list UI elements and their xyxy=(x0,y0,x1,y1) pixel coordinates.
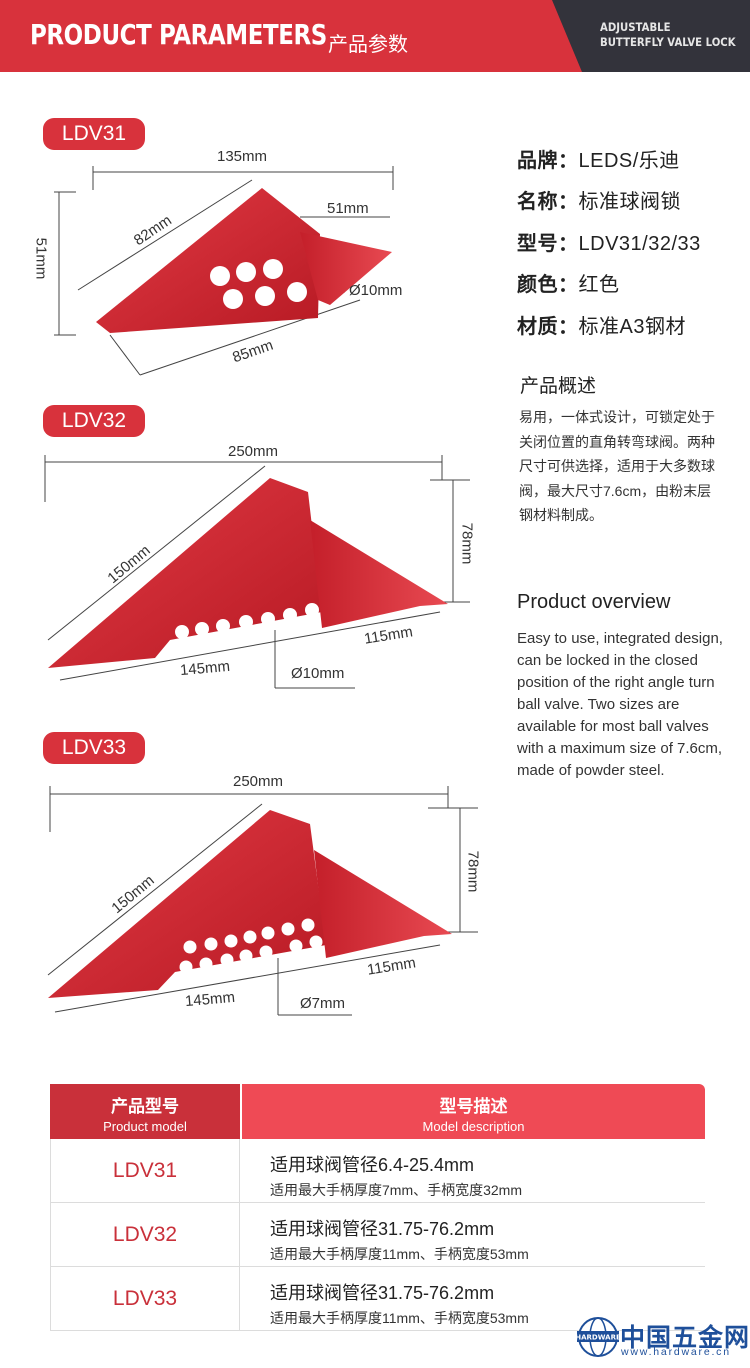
ldv33-diagram xyxy=(47,786,478,1016)
row-desc: 适用球阀管径31.75-76.2mm 适用最大手柄厚度11mm、手柄宽度53mm xyxy=(270,1283,529,1326)
spec-material: 材质：标准A3钢材 xyxy=(517,316,686,338)
table-row: LDV31 适用球阀管径6.4-25.4mm 适用最大手柄厚度7mm、手柄宽度3… xyxy=(50,1139,705,1203)
ldv31-dim-length: 135mm xyxy=(217,148,268,165)
product-category: ADJUSTABLE BUTTERFLY VALVE LOCK xyxy=(600,20,736,50)
watermark-name: 中国五金网 xyxy=(620,1324,750,1352)
spec-color: 颜色：红色 xyxy=(517,274,620,296)
ldv33-dim-hole: Ø7mm xyxy=(300,995,345,1012)
overview-cn-title: 产品概述 xyxy=(520,376,597,397)
table-header-desc: 型号描述 Model description xyxy=(242,1084,705,1139)
ldv33-dim-length: 250mm xyxy=(233,773,284,790)
spec-brand: 品牌：LEDS/乐迪 xyxy=(517,150,680,172)
ldv32-dim-length: 250mm xyxy=(228,443,279,460)
svg-text:HARDWARE: HARDWARE xyxy=(577,1334,619,1342)
row-desc: 适用球阀管径6.4-25.4mm 适用最大手柄厚度7mm、手柄宽度32mm xyxy=(270,1155,523,1198)
ldv31-diagram xyxy=(54,166,394,376)
ldv31-dim-height: 51mm xyxy=(32,237,50,280)
spec-model: 型号：LDV31/32/33 xyxy=(517,233,701,255)
ldv31-dim-tab: 51mm xyxy=(327,200,369,217)
ldv32-dim-height: 78mm xyxy=(458,522,476,565)
row-model: LDV32 xyxy=(50,1203,240,1267)
product-diagrams xyxy=(44,166,478,1016)
tag-ldv33: LDV33 xyxy=(43,732,145,764)
ldv32-dim-hole: Ø10mm xyxy=(291,665,345,682)
row-model: LDV31 xyxy=(50,1139,240,1203)
category-line-1: ADJUSTABLE xyxy=(600,20,671,34)
ldv33-dim-height: 78mm xyxy=(464,850,482,893)
ldv31-dim-hole: Ø10mm xyxy=(349,282,403,299)
hardware-globe-icon: HARDWARE xyxy=(577,1317,619,1357)
overview-cn-text: 易用，一体式设计，可锁定处于关闭位置的直角转弯球阀。两种尺寸可供选择，适用于大多… xyxy=(519,409,715,523)
watermark-url: www.hardware.cn xyxy=(621,1346,731,1358)
row-model: LDV33 xyxy=(50,1267,240,1331)
category-line-2: BUTTERFLY VALVE LOCK xyxy=(600,35,736,49)
header-dark-panel xyxy=(552,0,750,72)
ldv32-diagram xyxy=(44,455,470,689)
tag-ldv31: LDV31 xyxy=(43,118,145,150)
page-title: PRODUCT PARAMETERS xyxy=(30,18,327,51)
table-header-model: 产品型号 Product model xyxy=(50,1084,240,1139)
table-row: LDV32 适用球阀管径31.75-76.2mm 适用最大手柄厚度11mm、手柄… xyxy=(50,1203,705,1267)
tag-ldv32: LDV32 xyxy=(43,405,145,437)
row-desc: 适用球阀管径31.75-76.2mm 适用最大手柄厚度11mm、手柄宽度53mm xyxy=(270,1219,529,1262)
overview-en-title: Product overview xyxy=(517,591,671,613)
page-subtitle: 产品参数 xyxy=(328,34,408,56)
spec-name: 名称：标准球阀锁 xyxy=(517,191,681,213)
overview-en-text: Easy to use, integrated design, can be l… xyxy=(517,630,723,779)
table-row: LDV33 适用球阀管径31.75-76.2mm 适用最大手柄厚度11mm、手柄… xyxy=(50,1267,705,1331)
